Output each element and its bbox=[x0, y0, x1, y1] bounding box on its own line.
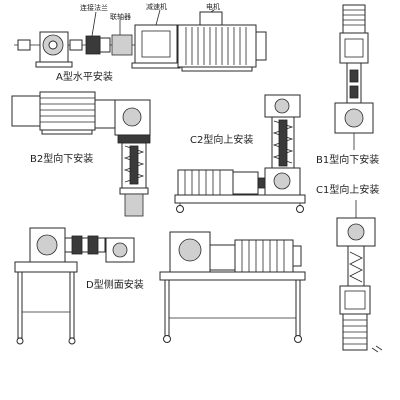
b1-motor bbox=[342, 4, 366, 34]
d-coupling-left bbox=[71, 235, 83, 255]
a-motor bbox=[177, 24, 257, 68]
c1-hatch-marks bbox=[371, 345, 383, 353]
bench-motor-end-cap bbox=[292, 245, 302, 267]
assembly-d-side: D型侧面安装 bbox=[14, 227, 144, 345]
a-flange-leader bbox=[91, 11, 97, 37]
b2-flange bbox=[117, 134, 151, 144]
callout-motor: 电机 bbox=[206, 2, 220, 11]
b1-reducer bbox=[339, 32, 369, 64]
b2-screw bbox=[129, 145, 139, 185]
a-motor-fins bbox=[185, 27, 247, 65]
a-coupling-sleeve bbox=[99, 37, 111, 53]
b2-reducer bbox=[94, 99, 116, 129]
bench-reducer bbox=[209, 244, 236, 271]
d-foot-left bbox=[16, 337, 24, 345]
a-reducer-cover bbox=[141, 30, 171, 58]
bench-jack-wheel bbox=[178, 238, 202, 262]
c1-motor-fins bbox=[343, 319, 367, 345]
b2-motor-foot bbox=[41, 129, 93, 135]
c2-motor-fins bbox=[184, 170, 221, 195]
assembly-b2-downward: B2型向下安装 bbox=[11, 91, 151, 217]
a-coupling bbox=[85, 35, 101, 55]
a-motor-end-cap bbox=[255, 31, 267, 61]
b1-coupling-core bbox=[349, 69, 359, 83]
a-connecting-flange bbox=[111, 34, 133, 56]
bench-leg-right bbox=[295, 279, 301, 337]
d-coupling-shaft bbox=[64, 237, 106, 253]
label-b1-downward: B1型向下安装 bbox=[316, 153, 379, 166]
d-foot-right bbox=[68, 337, 76, 345]
label-c2-upward: C2型向上安装 bbox=[190, 133, 253, 146]
c2-top-wheel bbox=[274, 98, 290, 114]
callout-coupling: 联轴器 bbox=[110, 12, 131, 21]
a-jack-base bbox=[35, 61, 73, 68]
assembly-c1-upward: C1型向上安装 bbox=[316, 183, 383, 353]
c2-screw bbox=[278, 119, 288, 167]
d-jack-wheel-right bbox=[112, 242, 128, 258]
c2-reducer bbox=[232, 171, 259, 195]
assembly-b1-downward: B1型向下安装 bbox=[316, 4, 379, 166]
c2-jack-wheel bbox=[273, 172, 291, 190]
b2-jack-wheel bbox=[122, 107, 142, 127]
a-motor-leader bbox=[210, 9, 215, 13]
d-table-top bbox=[14, 261, 78, 273]
label-c1-upward: C1型向上安装 bbox=[316, 183, 379, 196]
c2-wheel-right bbox=[296, 205, 304, 213]
c2-frame-top bbox=[174, 194, 306, 204]
label-d-side: D型侧面安装 bbox=[86, 278, 144, 291]
label-b2-downward: B2型向下安装 bbox=[30, 152, 93, 165]
b2-end-plate bbox=[119, 187, 149, 195]
bench-motor-fins bbox=[241, 240, 285, 272]
a-terminal-box bbox=[199, 11, 223, 26]
a-motor-foot bbox=[181, 66, 253, 72]
bench-wheel-right bbox=[294, 335, 302, 343]
d-jack-wheel-left bbox=[36, 234, 58, 256]
assembly-a-horizontal: 减速机 电机 连接法兰 联轴器 A型水平安装 bbox=[14, 2, 267, 83]
a-reducer-foot bbox=[131, 62, 181, 69]
c2-motor bbox=[177, 169, 234, 196]
assembly-c2-upward: C2型向上安装 bbox=[174, 94, 306, 213]
assembly-bench bbox=[159, 231, 306, 343]
c1-coupling-detail bbox=[349, 251, 363, 283]
b2-motor-fins bbox=[40, 97, 95, 123]
c2-wheel-left bbox=[176, 205, 184, 213]
b2-motor-end bbox=[11, 95, 41, 127]
bench-leg-left bbox=[164, 279, 170, 337]
c1-jack-wheel bbox=[347, 223, 365, 241]
bench-motor bbox=[234, 239, 294, 273]
a-screw-end bbox=[17, 39, 31, 51]
c1-reducer bbox=[339, 285, 371, 315]
bench-table-top bbox=[159, 271, 306, 281]
d-table-leg-left bbox=[17, 271, 23, 339]
label-a-horizontal: A型水平安装 bbox=[56, 70, 113, 83]
b1-motor-fins bbox=[343, 9, 365, 26]
callout-reducer: 减速机 bbox=[146, 2, 167, 11]
callout-flange: 连接法兰 bbox=[80, 3, 108, 12]
a-reducer-leader bbox=[155, 9, 161, 26]
b2-end-cylinder bbox=[124, 193, 144, 217]
bench-wheel-left bbox=[163, 335, 171, 343]
b1-coupling-core-lower bbox=[349, 85, 359, 99]
b1-jack-wheel bbox=[344, 108, 364, 128]
a-shaft-collar bbox=[69, 39, 83, 51]
d-table-leg-right bbox=[69, 271, 75, 339]
c1-reducer-cover bbox=[344, 290, 366, 310]
d-coupling-right bbox=[87, 235, 99, 255]
a-jack-hub bbox=[48, 40, 58, 50]
b1-reducer-cover bbox=[344, 38, 364, 58]
b2-bellows-folds bbox=[123, 145, 145, 183]
